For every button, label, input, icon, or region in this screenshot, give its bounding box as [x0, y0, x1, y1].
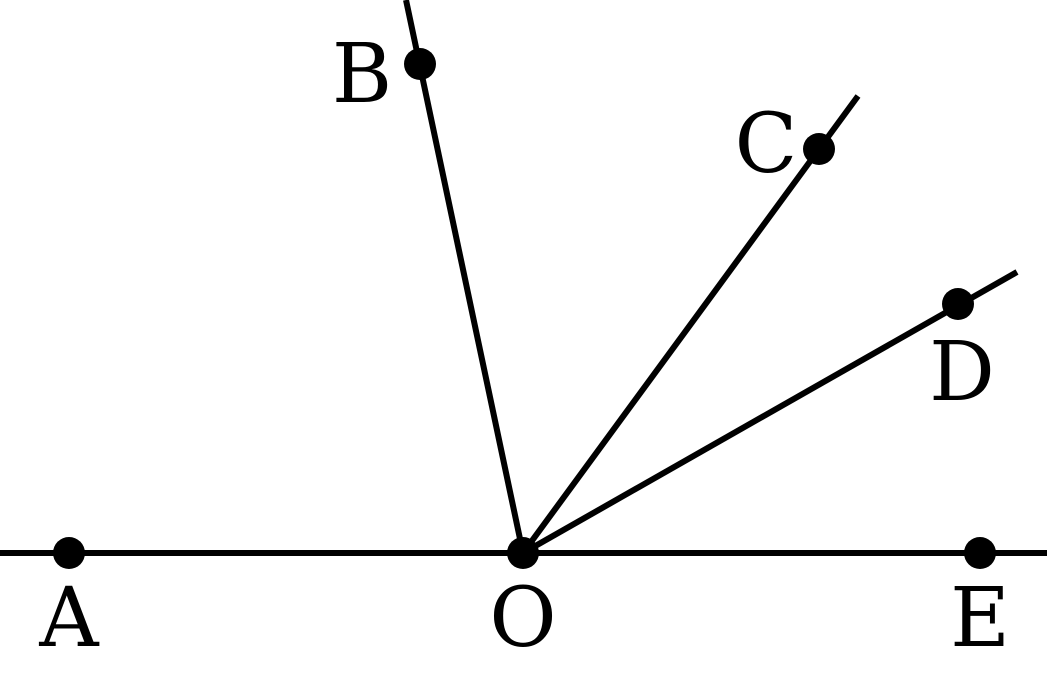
- ray-od: [521, 269, 1019, 556]
- ray-oc: [520, 94, 861, 555]
- point-b: [404, 48, 436, 80]
- point-a: [53, 537, 85, 569]
- ray-ob: [403, 0, 526, 554]
- point-e: [964, 537, 996, 569]
- point-c: [803, 133, 835, 165]
- label-o: O: [489, 571, 556, 666]
- point-d: [942, 288, 974, 320]
- label-a: A: [38, 571, 100, 666]
- label-c: C: [735, 97, 798, 192]
- label-b: B: [332, 27, 392, 122]
- point-o: [507, 537, 539, 569]
- label-d: D: [929, 325, 995, 420]
- label-e: E: [950, 571, 1010, 666]
